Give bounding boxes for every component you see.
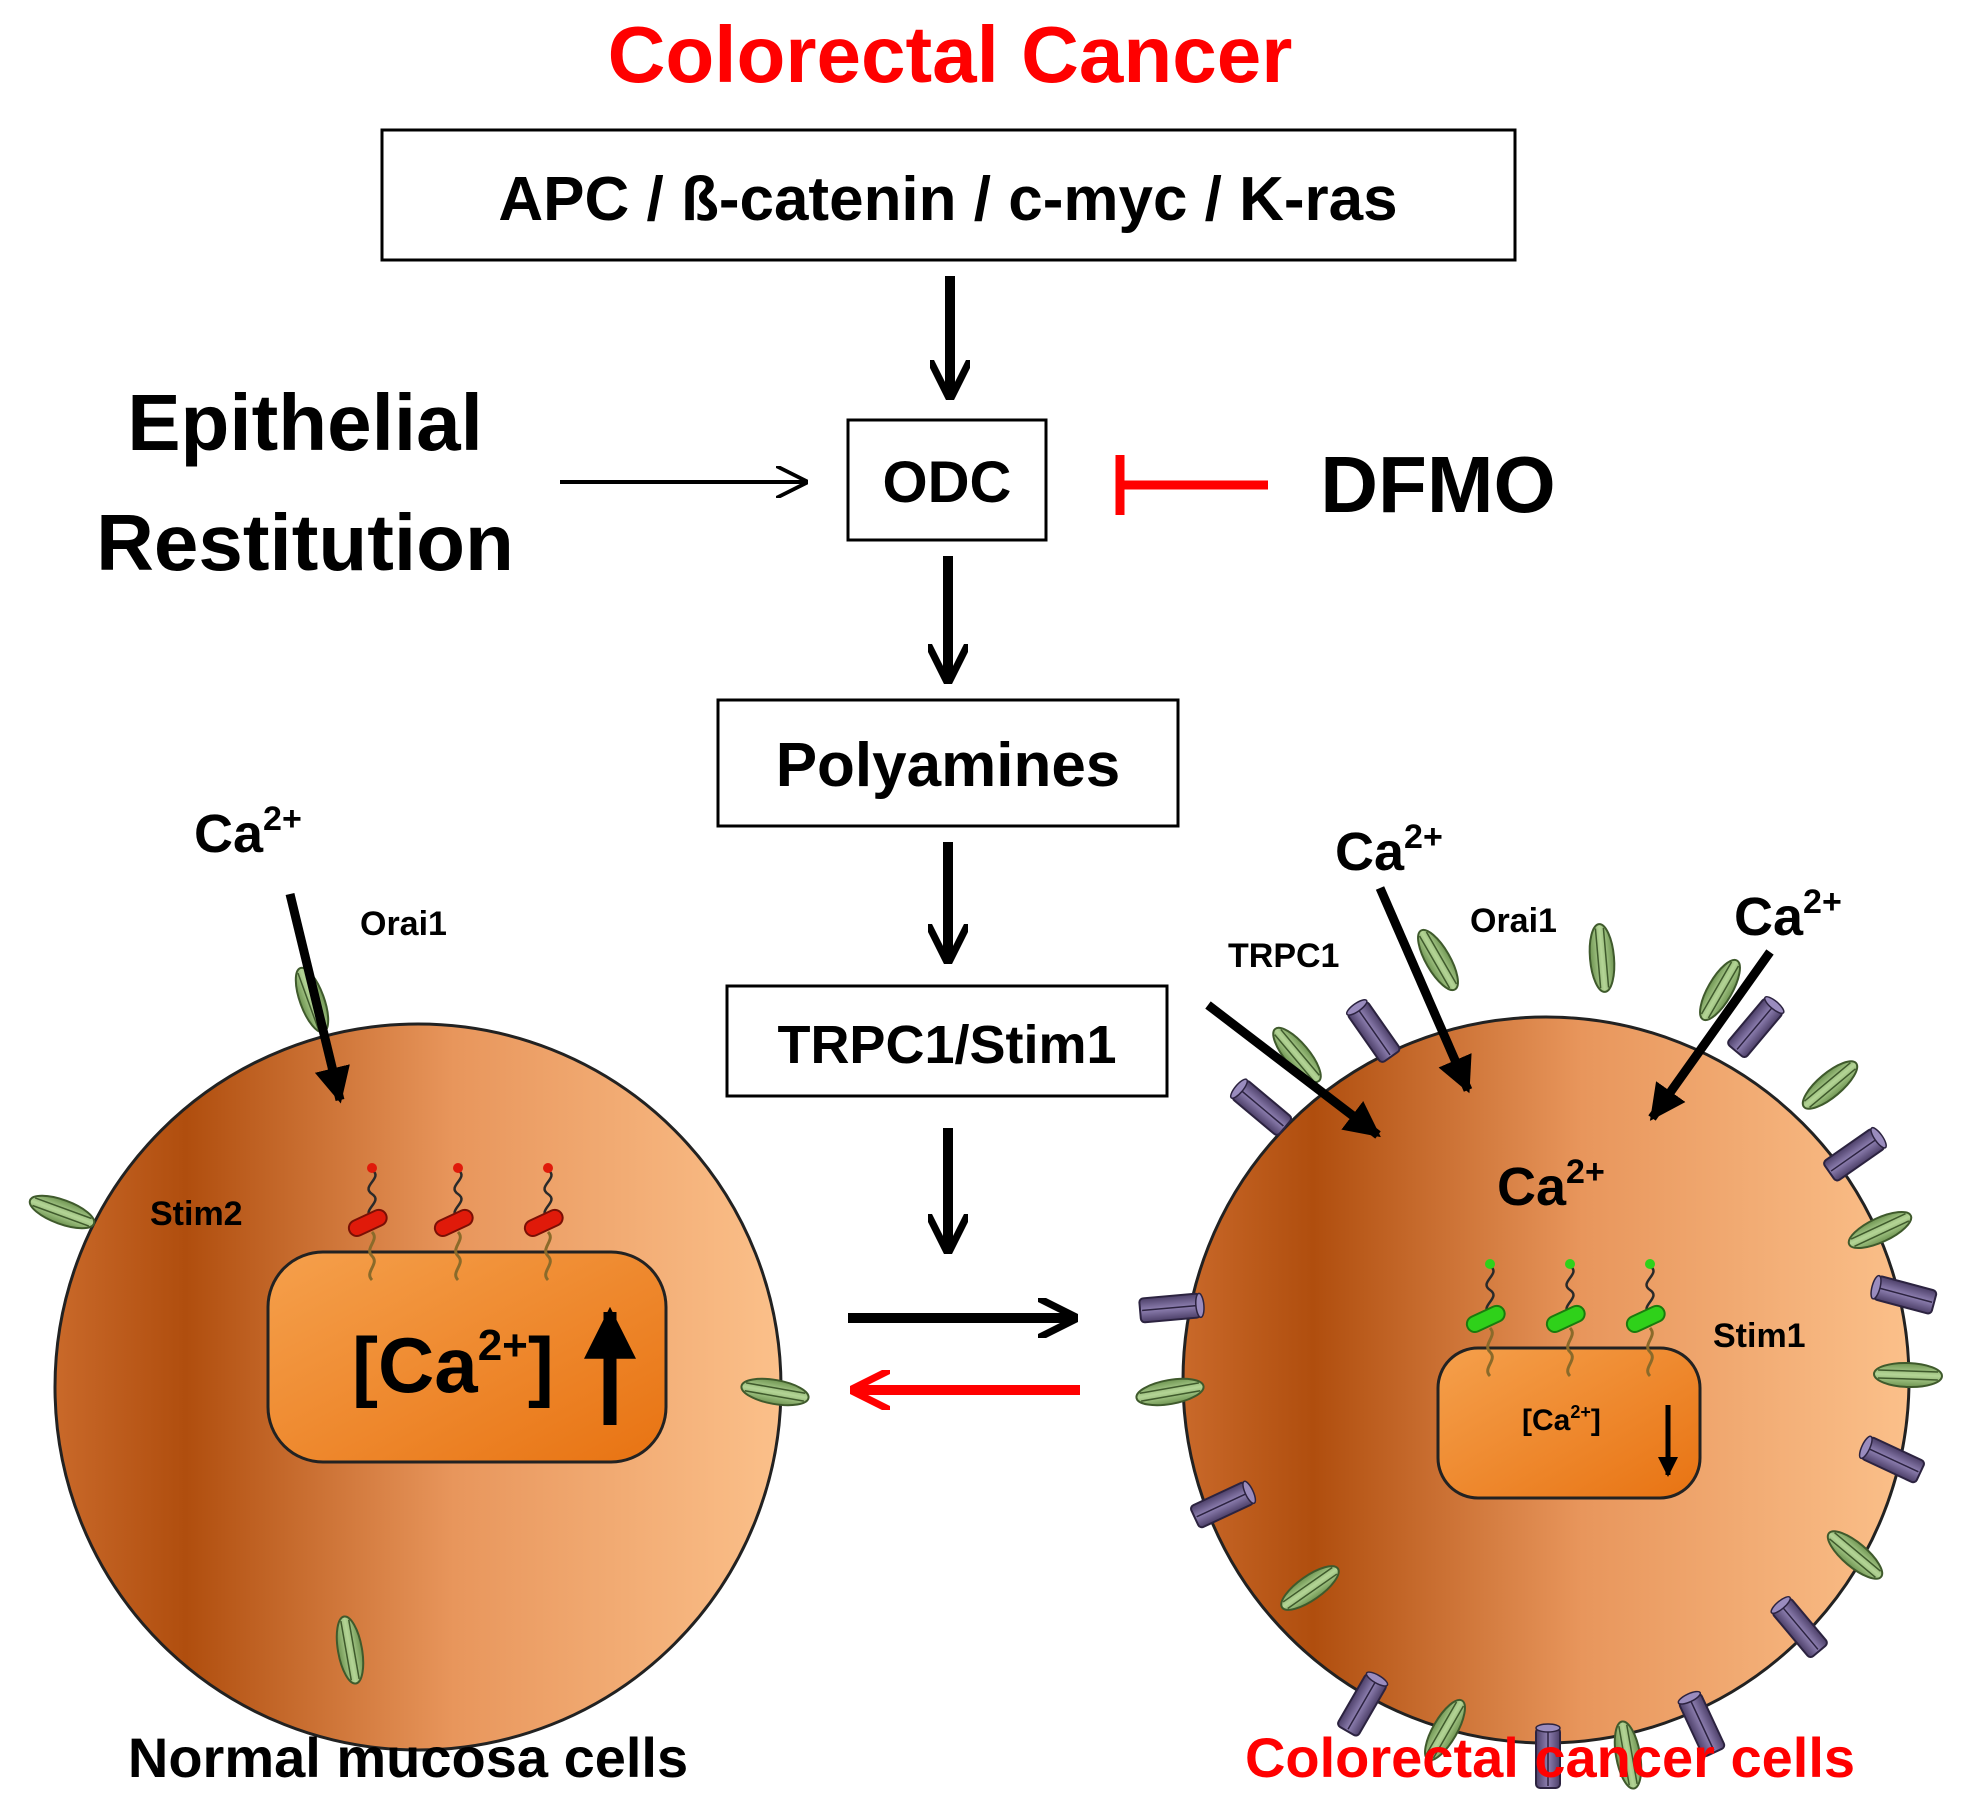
trpc1-channel-icon (1821, 1124, 1890, 1184)
cancer-ca-entry-arrow (1375, 886, 1473, 1094)
genes-label: APC / ß-catenin / c-myc / K-ras (498, 165, 1397, 234)
normal-store-ca-label: [Ca2+] (352, 1321, 554, 1409)
restitution-label: Restitution (96, 498, 514, 587)
cancer-ca-label-2: Ca2+ (1734, 883, 1842, 947)
cancer-cell-caption: Colorectal cancer cells (1245, 1726, 1855, 1789)
cancer-trpc1-label: TRPC1 (1228, 937, 1339, 975)
normal-stim2-label: Stim2 (150, 1195, 243, 1233)
trpc1-channel-icon (1227, 1075, 1294, 1138)
polyamines-box (716, 698, 1180, 828)
epithelial-label: Epithelial (127, 378, 483, 467)
orai1-channel-icon (1795, 1052, 1865, 1118)
cancer-ca-entry-arrow (1205, 1001, 1381, 1139)
genes-box (380, 128, 1517, 262)
trpc1-stim1-box (725, 984, 1169, 1098)
normal-ca-label: Ca2+ (194, 800, 302, 864)
trpc1-stim1-label: TRPC1/Stim1 (777, 1015, 1116, 1075)
odc-box (846, 418, 1048, 542)
normal-mucosa-cell (24, 892, 812, 1752)
normal-er-store (266, 1250, 668, 1464)
cancer-orai1-label: Orai1 (1470, 902, 1557, 940)
cancer-store-ca-label: [Ca2+] (1522, 1402, 1601, 1437)
odc-label: ODC (883, 450, 1012, 515)
normal-orai1-label: Orai1 (360, 905, 447, 943)
trpc1-channel-icon (1138, 1292, 1206, 1324)
normal-ca-entry-arrow (285, 892, 350, 1104)
orai1-channel-icon (24, 1188, 100, 1236)
diagram-title: Colorectal Cancer (608, 10, 1293, 99)
dfmo-label: DFMO (1320, 440, 1556, 529)
trpc1-channel-icon (1343, 996, 1403, 1065)
normal-cell-caption: Normal mucosa cells (128, 1726, 688, 1789)
polyamines-label: Polyamines (776, 731, 1121, 800)
colorectal-cancer-cell (1133, 886, 1944, 1792)
cancer-ca-label-1: Ca2+ (1335, 818, 1443, 882)
cancer-ca-label-3: Ca2+ (1497, 1153, 1605, 1217)
orai1-channel-icon (1586, 922, 1618, 994)
cancer-stim1-label: Stim1 (1713, 1317, 1806, 1355)
cancer-ca-entry-arrow (1648, 949, 1774, 1121)
